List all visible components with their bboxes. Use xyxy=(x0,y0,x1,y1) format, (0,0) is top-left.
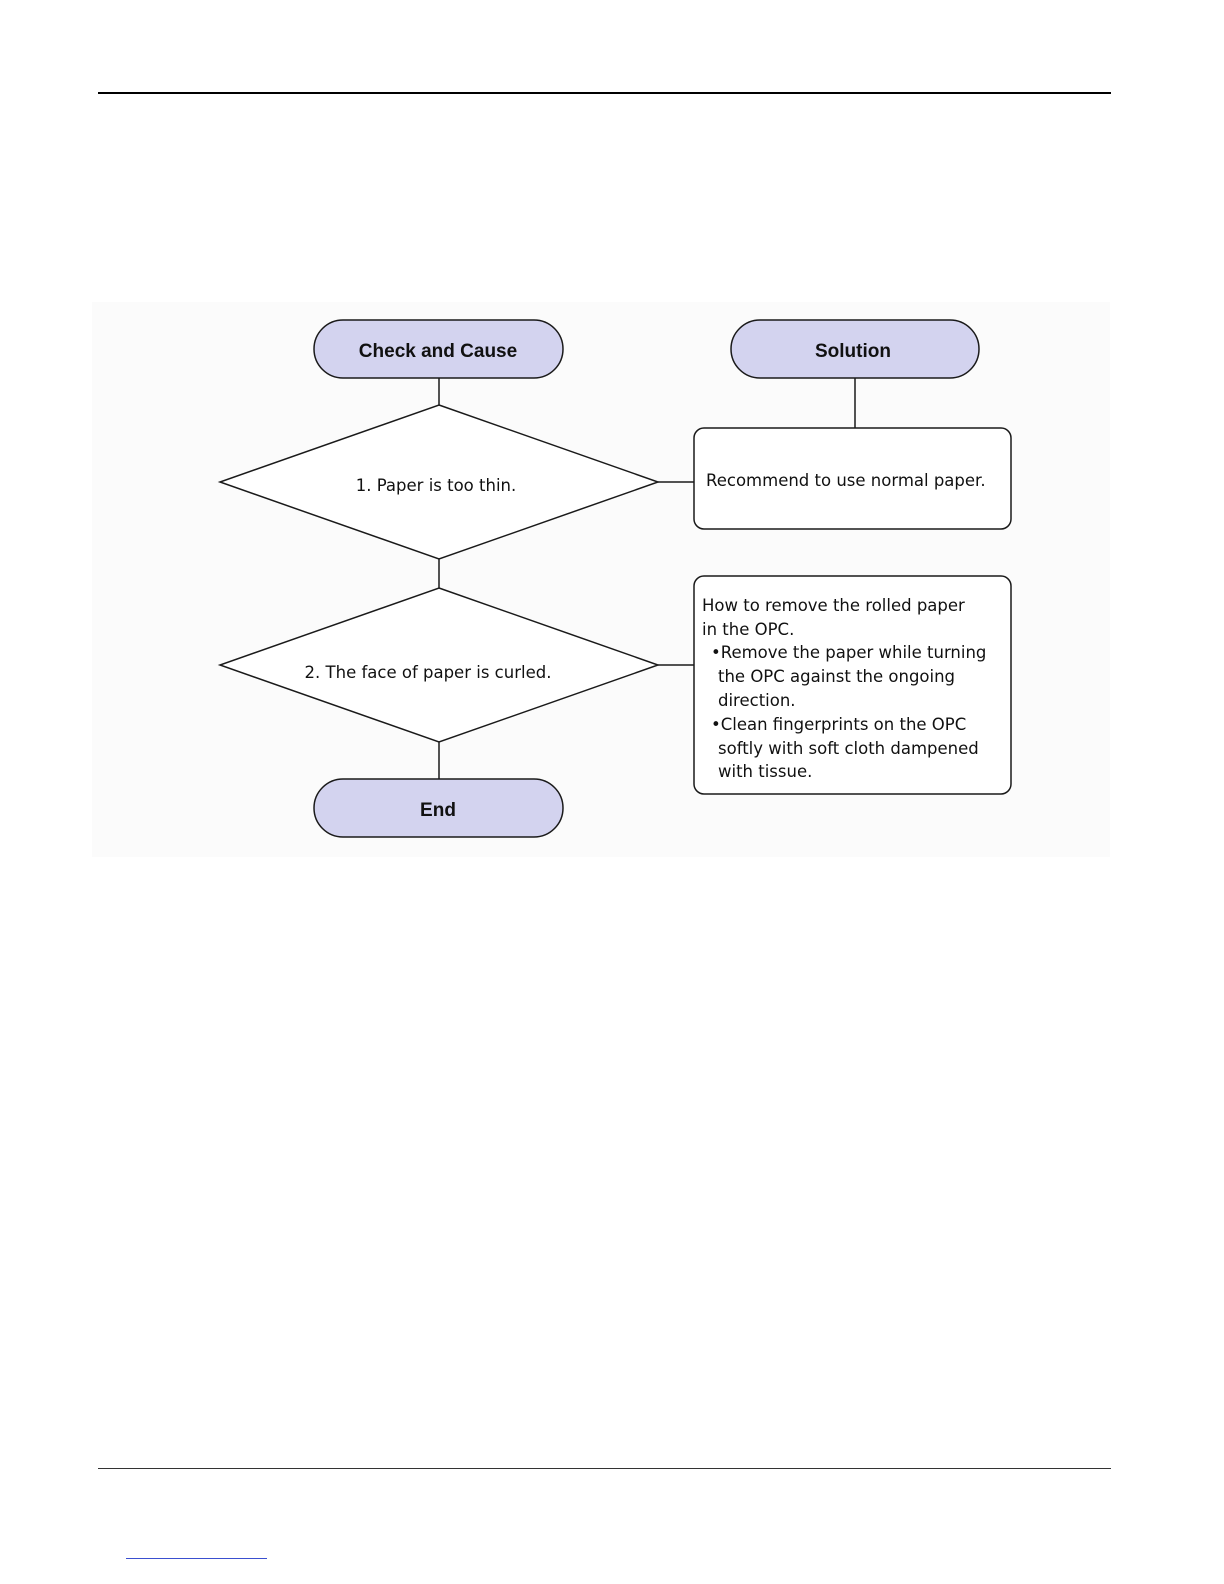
solution-terminal xyxy=(730,319,980,379)
step2-label: 2. The face of paper is curled. xyxy=(305,663,552,682)
solution2-line8: with tissue. xyxy=(718,762,812,781)
check-and-cause-label: Check and Cause xyxy=(359,341,517,362)
footer-link-underline[interactable] xyxy=(126,1558,267,1559)
solution2-line4: the OPC against the ongoing xyxy=(718,667,955,686)
solution-label: Solution xyxy=(815,341,891,362)
footer-rule xyxy=(98,1468,1111,1469)
solution1-box xyxy=(693,427,1012,530)
solution2-line5: direction. xyxy=(718,691,796,710)
decision-step2 xyxy=(217,587,661,743)
check-and-cause-terminal xyxy=(313,319,564,379)
step1-label: 1. Paper is too thin. xyxy=(356,476,517,495)
decision-step1 xyxy=(217,404,661,560)
end-terminal xyxy=(313,778,564,838)
header-rule xyxy=(98,92,1111,94)
solution2-line7: softly with soft cloth dampened xyxy=(718,739,979,758)
solution2-line6: •Clean fingerprints on the OPC xyxy=(711,715,966,734)
solution1-text: Recommend to use normal paper. xyxy=(706,471,986,490)
solution2-box xyxy=(693,575,1012,795)
end-label: End xyxy=(420,800,456,821)
solution2-line1: How to remove the rolled paper xyxy=(702,596,965,615)
solution2-line2: in the OPC. xyxy=(702,620,794,639)
solution2-line3: •Remove the paper while turning xyxy=(711,643,986,662)
